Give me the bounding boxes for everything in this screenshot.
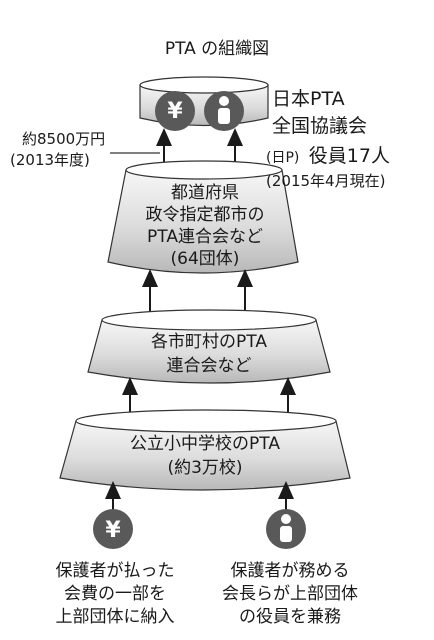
tier-school-line: 公立小中学校のPTA bbox=[130, 434, 280, 454]
bottom-right-caption: 保護者が務める 会長らが上部団体 の役員を兼務 bbox=[205, 560, 375, 629]
yen-icon: ¥ bbox=[155, 91, 195, 131]
svg-text:¥: ¥ bbox=[105, 518, 121, 543]
person-icon bbox=[204, 91, 244, 131]
national-officers-date: (2015年4月現在) bbox=[266, 172, 386, 190]
caption-line: 会長らが上部団体 bbox=[222, 584, 358, 604]
tier-prefectural-shape bbox=[107, 160, 299, 274]
tier-prefectural-line: PTA連合会など bbox=[147, 227, 263, 247]
tier-school-line: (約3万校) bbox=[167, 458, 243, 478]
funding-amount: 約8500万円 bbox=[22, 130, 106, 148]
bottom-left-caption: 保護者が払った 会費の一部を 上部団体に納入 bbox=[30, 560, 200, 629]
diagram-title: PTA の組織図 bbox=[164, 39, 270, 59]
tier-municipal-line: 連合会など bbox=[166, 356, 252, 376]
tier-municipal-line: 各市町村のPTA bbox=[151, 332, 267, 352]
tier-school-shape bbox=[59, 409, 351, 491]
tier-prefectural-line: 都道府県 bbox=[171, 183, 239, 203]
national-name-line1: 日本PTA bbox=[272, 88, 345, 110]
national-name-line2: 全国協議会 bbox=[272, 115, 368, 137]
person-icon-bottom bbox=[266, 509, 306, 549]
national-officers-row: (日P) 役員17人 bbox=[266, 145, 390, 170]
caption-line: 上部団体に納入 bbox=[55, 607, 175, 627]
svg-text:¥: ¥ bbox=[167, 99, 183, 124]
caption-line: 保護者が払った bbox=[55, 561, 175, 581]
tier-prefectural-label: 都道府県 政令指定都市の PTA連合会など (64団体) bbox=[110, 182, 300, 270]
tier-municipal-label: 各市町村のPTA 連合会など bbox=[100, 330, 318, 378]
caption-line: 会費の一部を bbox=[64, 584, 166, 604]
caption-line: の役員を兼務 bbox=[239, 607, 341, 627]
funding-year: (2013年度) bbox=[10, 151, 90, 169]
yen-icon-bottom: ¥ bbox=[93, 509, 133, 549]
tier-municipal-shape bbox=[87, 309, 331, 384]
national-officers: 役員17人 bbox=[308, 145, 390, 167]
caption-line: 保護者が務める bbox=[230, 561, 350, 581]
tier-prefectural-line: 政令指定都市の bbox=[145, 205, 265, 225]
tier-prefectural-line: (64団体) bbox=[170, 249, 240, 269]
national-abbrev: (日P) bbox=[266, 150, 300, 166]
tier-school-label: 公立小中学校のPTA (約3万校) bbox=[74, 432, 336, 480]
